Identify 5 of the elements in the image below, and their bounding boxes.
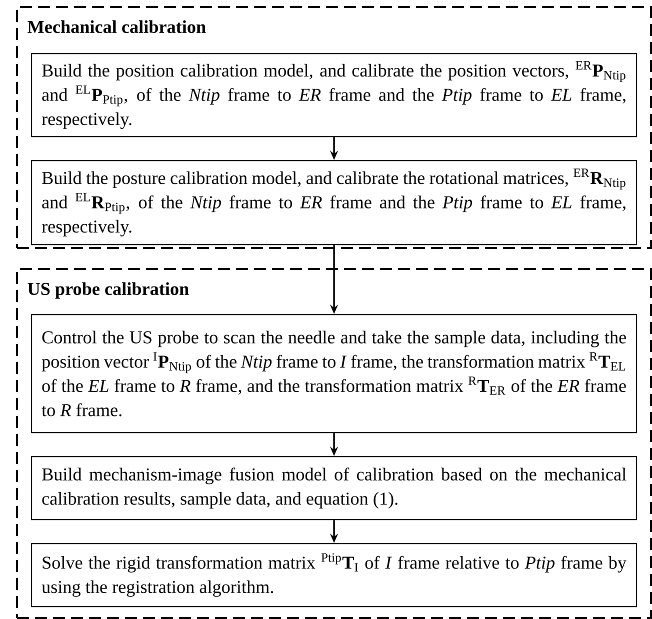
process-box: Solve the rigid transformation matrix $^{Ptip}$T$_{I}$ of I frame relative to Ptip frame by using the registration algorithm.: [31, 543, 638, 608]
process-box: Build the position calibration model, and calibrate the position vectors, $^{ER}$P$_{Ntip}$ and $^{EL}$P$_{Ptip}$, of the Ntip frame to ER frame and the Ptip frame to EL frame, respectively.: [31, 53, 638, 138]
process-box: Build mechanism-image fusion model of calibration based on the mechanical calibration results, sample data, and equation (1).: [31, 456, 638, 520]
process-box: Control the US probe to scan the needle and take the sample data, including the position vector $^{I}$P$_{Ntip}$ of the Ntip frame to I frame, the transformation matrix $^{R}$T$_{EL}$ of the EL frame to R frame, and the transformation matrix $^{R}$T$_{ER}$ of the ER frame to R frame.: [31, 314, 638, 434]
process-box: Build the posture calibration model, and calibrate the rotational matrices, $^{ER}$R$_{Ntip}$ and $^{EL}$R$_{Ptip}$, of the Ntip frame to ER frame and the Ptip frame to EL frame, respectively.: [31, 160, 638, 246]
